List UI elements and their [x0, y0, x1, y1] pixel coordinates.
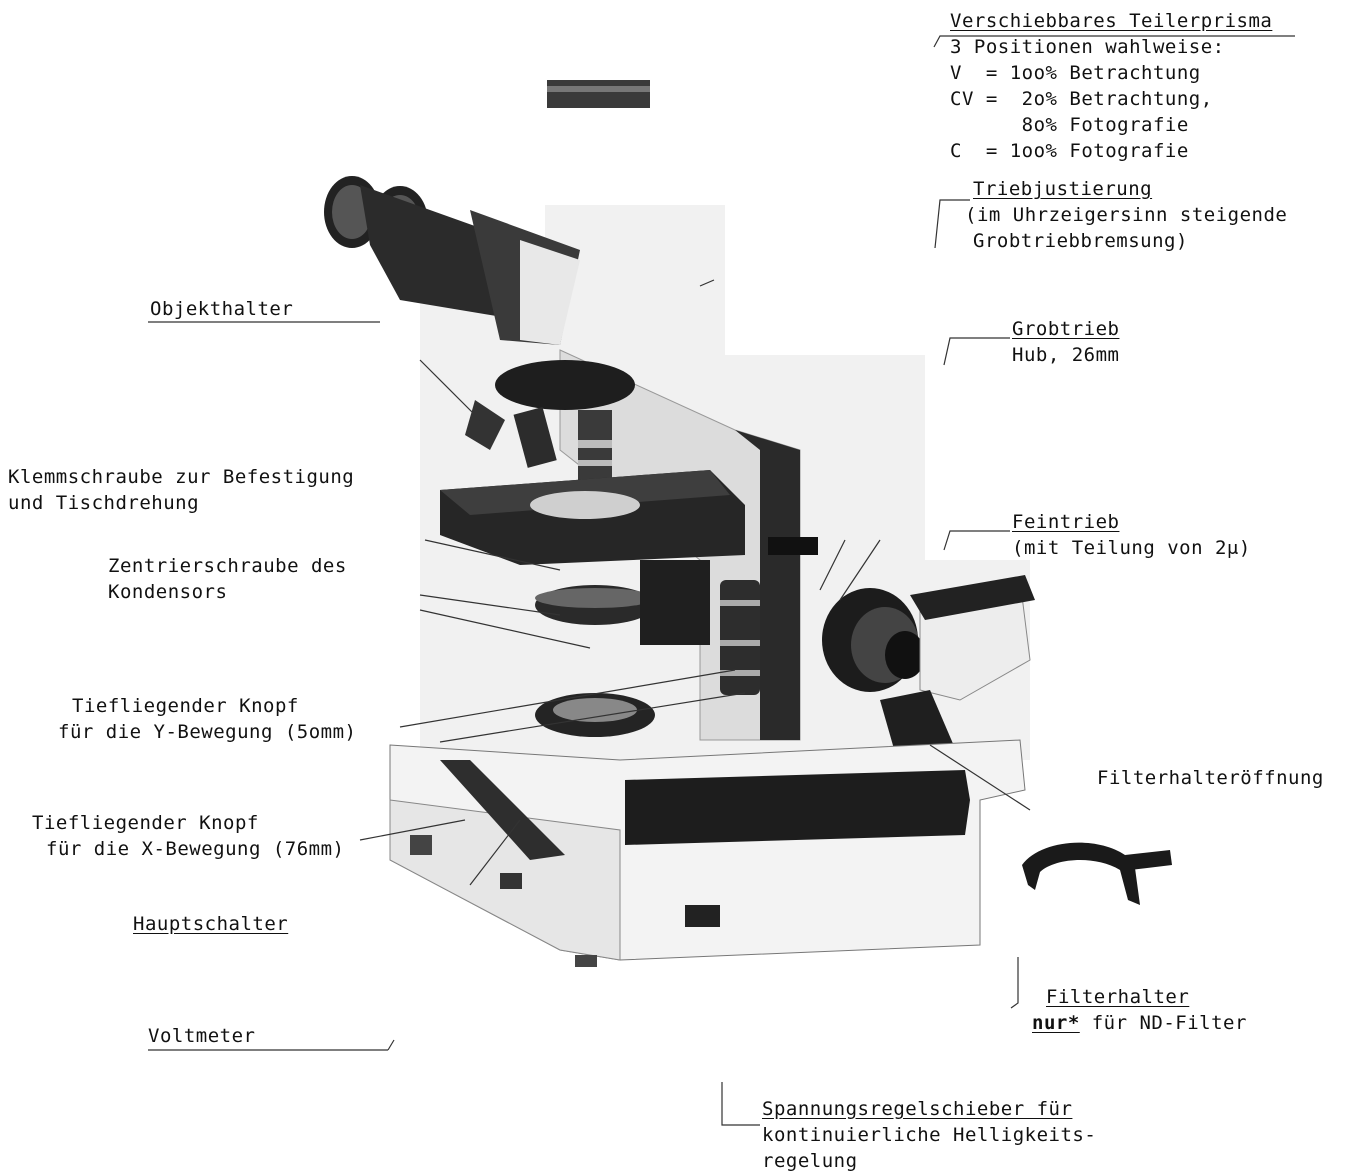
filter-holder [1022, 843, 1172, 905]
filterhalter-title: Filterhalter [1046, 984, 1189, 1010]
y-knopf-line-1: Tiefliegender Knopf [72, 693, 299, 719]
filterhalter-emphasis: nur* [1032, 1012, 1080, 1034]
triebjustierung-line-2: Grobtriebbremsung) [973, 228, 1188, 254]
prism-line-2: V = 1oo% Betrachtung [950, 60, 1201, 86]
triebjustierung-title: Triebjustierung [973, 176, 1152, 202]
filterhalter-line: nur* für ND-Filter [1032, 1010, 1247, 1036]
prism-line-1: 3 Positionen wahlweise: [950, 34, 1225, 60]
klemmschraube-line-2: und Tischdrehung [8, 490, 199, 516]
spannungsregler-line-2: regelung [762, 1148, 858, 1174]
x-knopf-line-1: Tiefliegender Knopf [32, 810, 259, 836]
filterhalter-rest: für ND-Filter [1080, 1012, 1247, 1034]
hauptschalter-label: Hauptschalter [133, 911, 288, 937]
voltmeter-label: Voltmeter [148, 1023, 255, 1049]
stage-knobs [720, 580, 760, 695]
y-knopf-line-2: für die Y-Bewegung (5omm) [58, 719, 356, 745]
triebjustierung-line-1: (im Uhrzeigersinn steigende [965, 202, 1287, 228]
x-knopf-line-2: für die X-Bewegung (76mm) [46, 836, 344, 862]
prism-line-3: CV = 2o% Betrachtung, [950, 86, 1213, 112]
zentrierschraube-line-2: Kondensors [108, 579, 227, 605]
objekthalter-label: Objekthalter [150, 296, 293, 322]
prism-line-4: 8o% Fotografie [950, 112, 1189, 138]
grobtrieb-line: Hub, 26mm [1012, 342, 1119, 368]
prism-title: Verschiebbares Teilerprisma [950, 8, 1272, 34]
spannungsregler-title: Spannungsregelschieber für [762, 1096, 1072, 1122]
feintrieb-title: Feintrieb [1012, 509, 1119, 535]
grobtrieb-title: Grobtrieb [1012, 316, 1119, 342]
prism-line-5: C = 1oo% Fotografie [950, 138, 1189, 164]
spannungsregler-line-1: kontinuierliche Helligkeits- [762, 1122, 1096, 1148]
eyepiece-cap [547, 80, 650, 108]
klemmschraube-line-1: Klemmschraube zur Befestigung [8, 464, 354, 490]
zentrierschraube-line-1: Zentrierschraube des [108, 553, 347, 579]
microscope-base [390, 740, 1025, 967]
filterhalteroeffnung-label: Filterhalteröffnung [1097, 765, 1324, 791]
feintrieb-line: (mit Teilung von 2μ) [1012, 535, 1251, 561]
